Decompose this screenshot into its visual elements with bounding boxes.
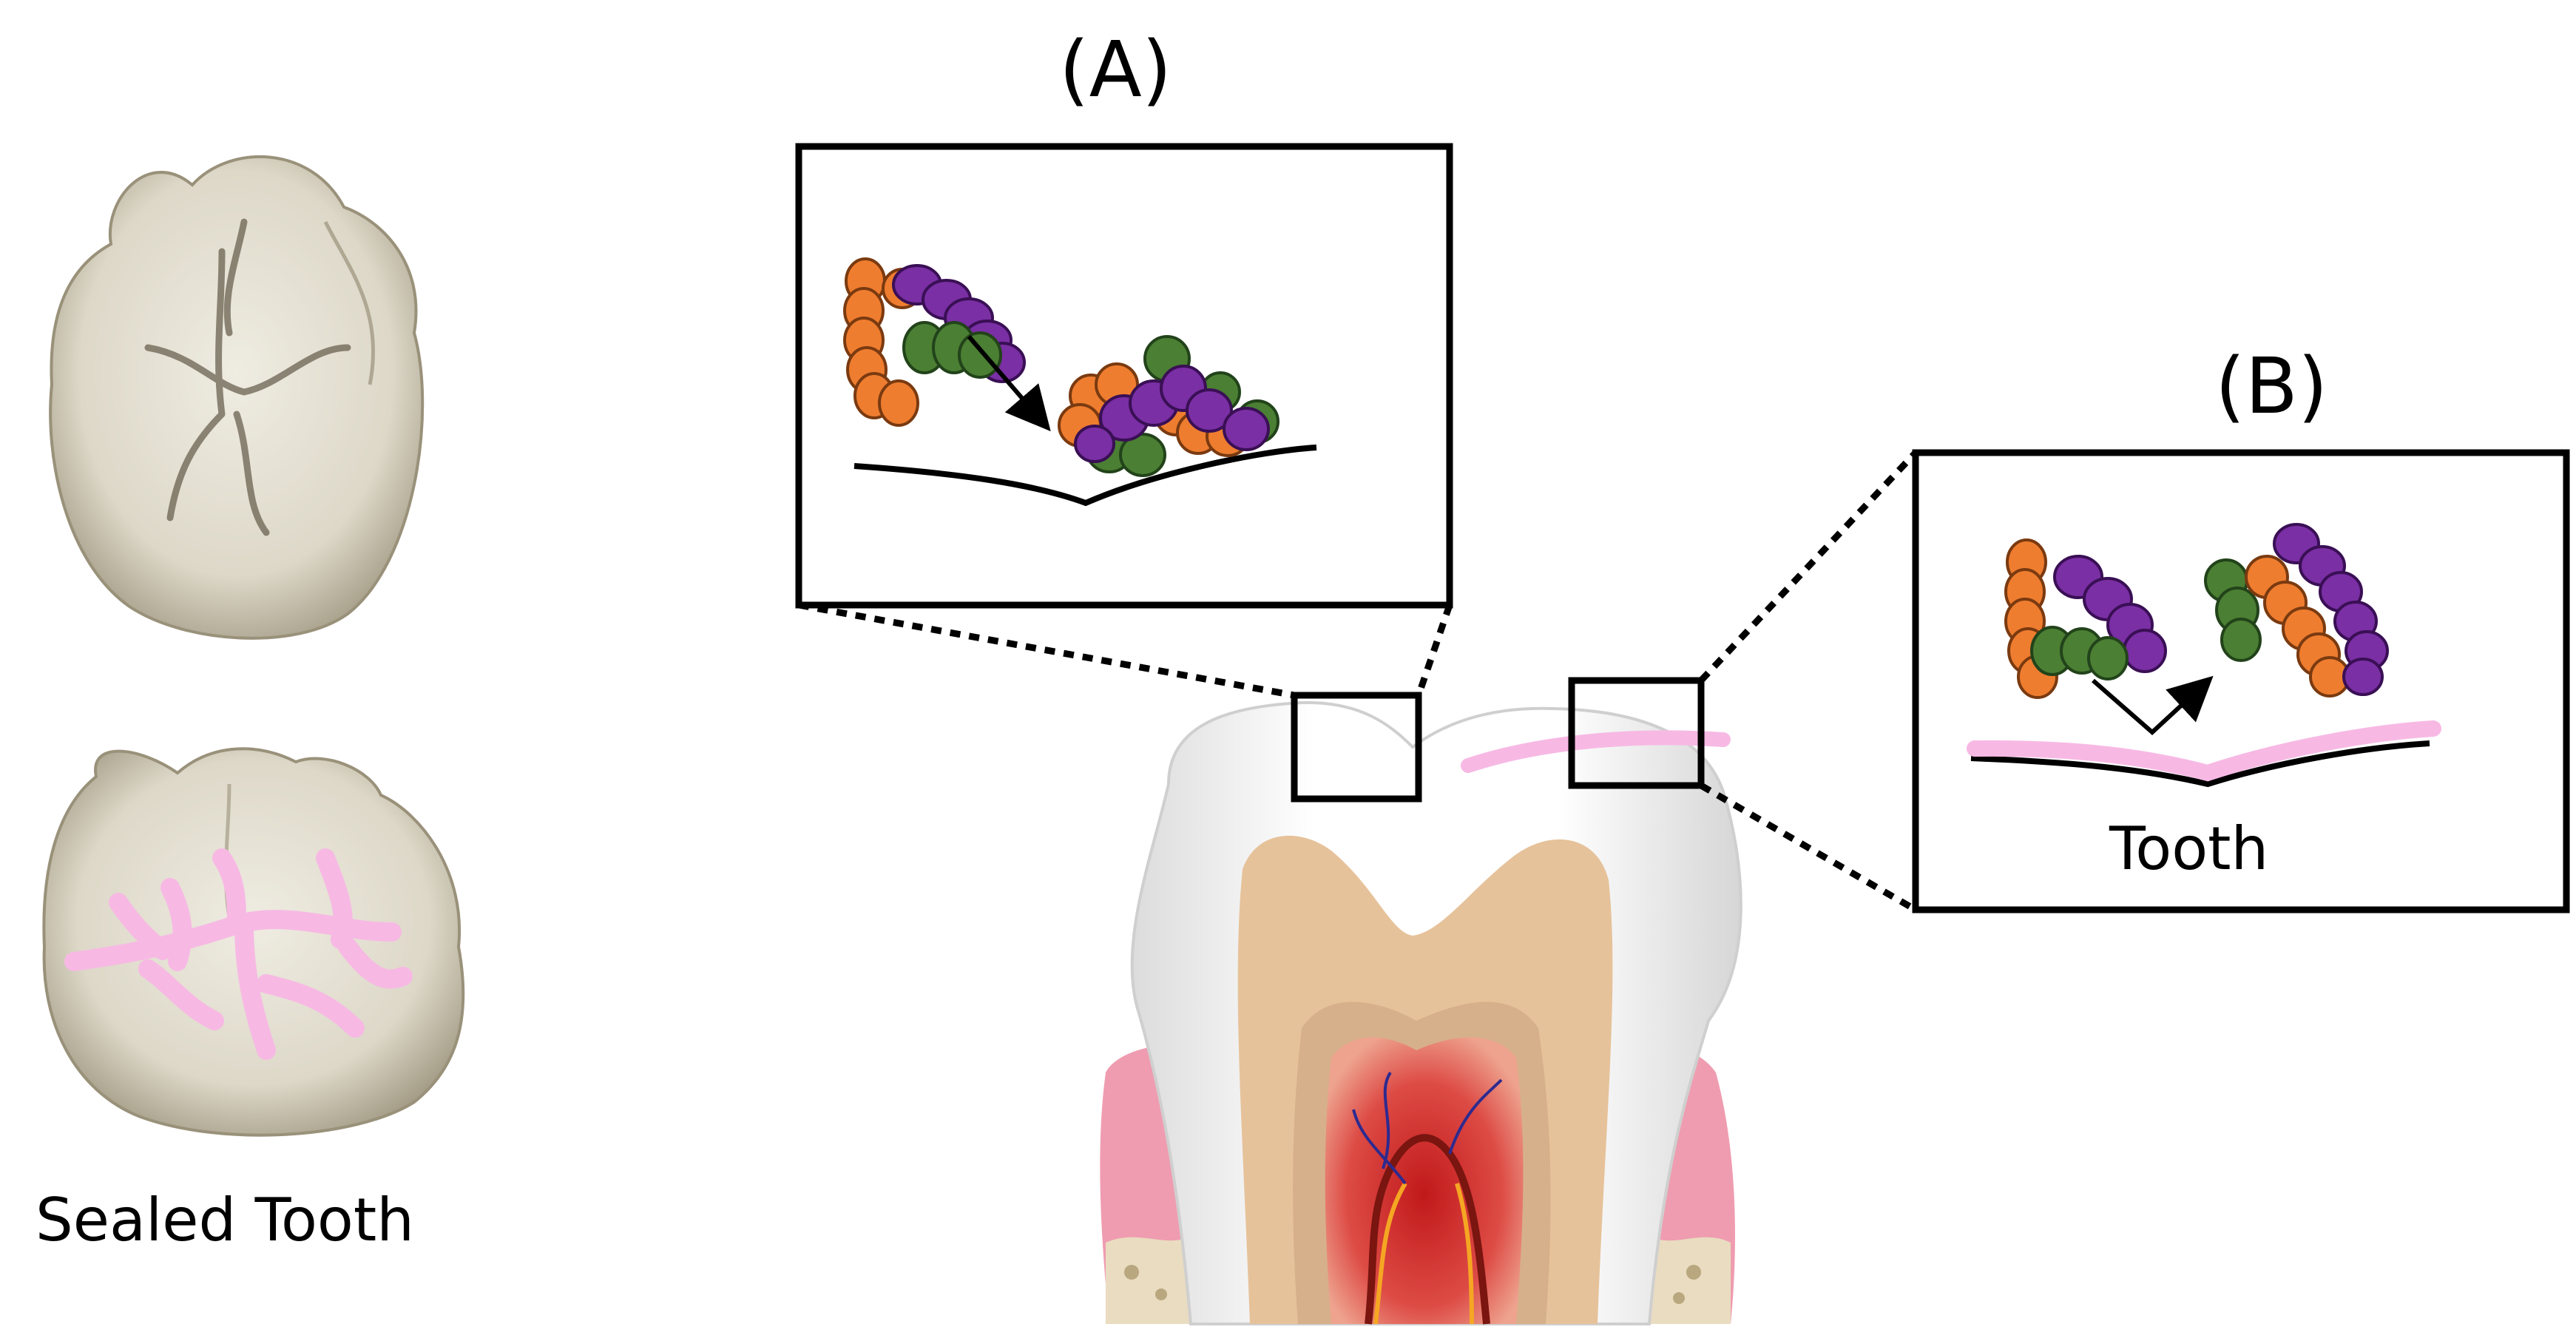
zoom-connector-lines (798, 450, 1919, 913)
tooth-cross-section-icon (1100, 677, 1742, 1325)
panel-a-box (795, 143, 1453, 609)
panel-b-label: (B) (2215, 341, 2328, 431)
sealed-molar-top-view-icon (42, 747, 465, 1137)
sealed-tooth-label: Sealed Tooth (36, 1186, 414, 1254)
panel-a-label: (A) (1059, 24, 1172, 115)
panel-b-box (1912, 449, 2570, 913)
tooth-label: Tooth (2109, 814, 2269, 883)
molar-top-view-icon (49, 155, 425, 640)
